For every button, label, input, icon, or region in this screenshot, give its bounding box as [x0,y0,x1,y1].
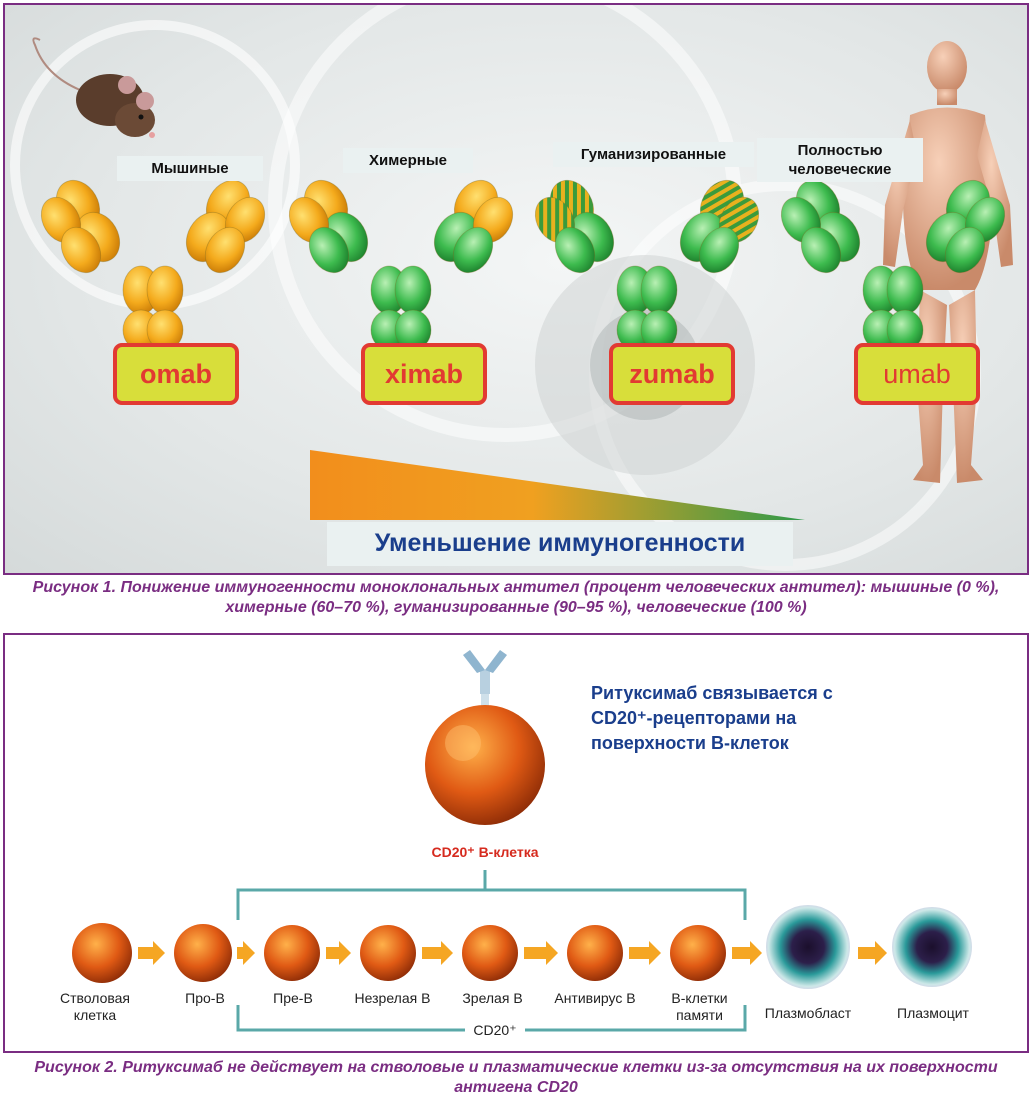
stage-label-memory-b: В-клетки памяти [671,990,728,1023]
stage-arrow [858,941,887,965]
b-cell-development-diagram [72,650,972,1032]
stage-arrow [138,941,165,965]
rituximab-antibody [463,650,507,706]
cd20-cell-label: CD20⁺ В-клетка [431,844,539,860]
humanized-antibody [534,179,760,351]
pro-b-cell [174,924,232,982]
antivirus-b-cell [567,925,623,981]
stage-label-antivirus-b: Антивирус В [554,990,636,1006]
stage-arrow [422,941,453,965]
type-label-humanized: Гуманизированные [553,142,754,167]
type-label-chimeric: Химерные [343,148,473,173]
figure-1-panel: Мышиные Химерные Гуманизированные Полнос… [3,3,1029,575]
stage-label-pro-b: Про-В [185,990,225,1006]
suffix-ximab: ximab [361,343,487,405]
immunogenicity-gradient-wedge [310,450,805,520]
stage-label-pre-b: Пре-В [273,990,313,1006]
stage-arrow [524,941,558,965]
figure-2-caption: Рисунок 2. Ритуксимаб не действует на ст… [34,1059,998,1096]
type-label-human: Полностью человеческие [757,138,923,182]
plasmablast-cell [766,905,850,989]
mouse-antibody [40,179,266,351]
immature-b-cell [360,925,416,981]
stage-label-plasmacyte: Плазмоцит [897,1005,969,1021]
plasmacyte-cell [892,907,972,987]
antibody-types-diagram [10,5,1013,571]
binding-description: Ритуксимаб связывается с CD20⁺-рецептора… [591,683,833,753]
stage-label-mature-b: Зрелая В [462,990,523,1006]
figure-2-panel: Ритуксимаб связывается с CD20⁺-рецептора… [3,633,1029,1053]
memory-b-cell [670,925,726,981]
gradient-label: Уменьшение иммуногенности [374,529,746,557]
suffix-umab: umab [854,343,980,405]
stage-arrow [629,941,661,965]
pre-b-cell [264,925,320,981]
stage-label-plasmablast: Плазмобласт [764,1005,852,1021]
mouse-illustration [32,37,155,138]
cd20-b-cell [425,705,545,825]
stage-label-immature-b: Незрелая В [354,990,431,1006]
stage-arrow [732,941,762,965]
mature-b-cell [462,925,518,981]
stage-label-stem: Стволовая клетка [59,990,131,1023]
stage-arrow [237,941,255,965]
chimeric-antibody [288,179,514,351]
stage-arrow [326,941,351,965]
gradient-label-box [327,522,793,566]
stem-cell [72,923,132,983]
type-label-mouse: Мышиные [117,156,263,181]
cd20-bracket-label: CD20⁺ [465,1022,525,1039]
figure-1-caption: Рисунок 1. Понижение иммуногенности моно… [32,579,1000,616]
cd20-top-bracket [236,888,747,920]
human-antibody [780,179,1006,351]
suffix-omab: omab [113,343,239,405]
suffix-zumab: zumab [609,343,735,405]
